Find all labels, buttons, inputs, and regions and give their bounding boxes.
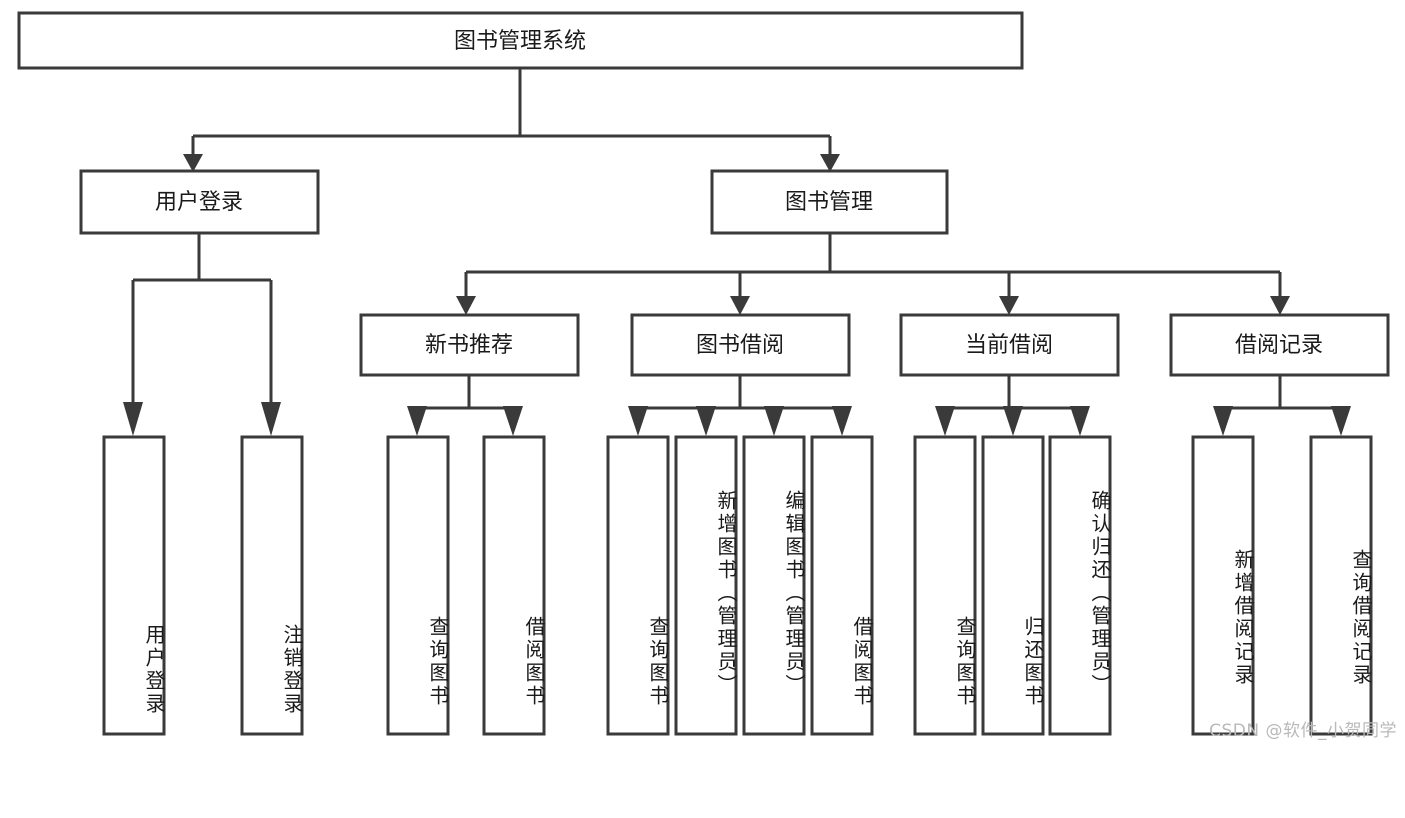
arrow-to-new-book-recommend [456, 296, 476, 315]
node-user-login[interactable]: 用户登录 [79, 169, 320, 235]
leaf-box-layer [102, 435, 1373, 736]
leaf-box-nbr-query-book[interactable] [386, 435, 450, 736]
arrow-br-leaf-2 [1331, 406, 1351, 436]
arrow-nbr-leaf-2 [503, 406, 523, 436]
leaf-box-bb-borrow-book[interactable] [810, 435, 874, 736]
node-current-borrow[interactable]: 当前借阅 [899, 313, 1120, 377]
arrow-br-leaf-1 [1213, 406, 1233, 436]
node-borrow-record-label: 借阅记录 [1235, 333, 1323, 358]
node-book-manage[interactable]: 图书管理 [710, 169, 949, 235]
arrow-cb-leaf-1 [935, 406, 955, 436]
node-book-borrow-label: 图书借阅 [696, 333, 784, 358]
connector-user-login-children [131, 233, 273, 404]
node-new-book-recommend-label: 新书推荐 [425, 333, 513, 358]
node-borrow-record-box[interactable] [1169, 313, 1390, 377]
node-new-book-recommend[interactable]: 新书推荐 [359, 313, 580, 377]
arrow-to-book-manage [820, 154, 840, 172]
node-new-book-recommend-box[interactable] [359, 313, 580, 377]
node-root[interactable]: 图书管理系统 [17, 11, 1024, 70]
leaf-box-cb-query-book[interactable] [913, 435, 977, 736]
node-book-borrow-box[interactable] [630, 313, 851, 377]
node-root-box[interactable] [17, 11, 1024, 70]
connector-root-to-level2 [191, 68, 832, 156]
node-user-login-box[interactable] [79, 169, 320, 235]
arrow-to-leaf-user-login [123, 402, 143, 436]
arrow-bb-leaf-4 [832, 406, 852, 436]
leaf-box-br-query-record[interactable] [1309, 435, 1373, 736]
connector-book-manage-to-level3 [464, 233, 1282, 298]
node-root-label: 图书管理系统 [454, 29, 586, 54]
leaf-box-cb-confirm-return[interactable] [1048, 435, 1112, 736]
leaf-box-bb-query-book[interactable] [606, 435, 670, 736]
arrow-to-leaf-user-logout [261, 402, 281, 436]
arrow-bb-leaf-1 [628, 406, 648, 436]
arrow-bb-leaf-2 [696, 406, 716, 436]
arrow-to-current-borrow [999, 296, 1019, 315]
arrow-cb-leaf-3 [1070, 406, 1090, 436]
leaf-box-nbr-borrow-book[interactable] [482, 435, 546, 736]
leaf-box-bb-edit-book[interactable] [742, 435, 806, 736]
leaf-box-user-login[interactable] [102, 435, 166, 736]
node-book-borrow[interactable]: 图书借阅 [630, 313, 851, 377]
leaf-box-user-logout[interactable] [240, 435, 304, 736]
connector-book-borrow-children [638, 375, 842, 410]
leaf-box-br-add-record[interactable] [1191, 435, 1255, 736]
arrow-bb-leaf-3 [764, 406, 784, 436]
connector-new-book-recommend-children [415, 375, 515, 410]
node-book-manage-label: 图书管理 [785, 190, 873, 215]
arrow-to-book-borrow [730, 296, 750, 315]
node-user-login-label: 用户登录 [155, 190, 243, 215]
arrow-to-borrow-record [1270, 296, 1290, 315]
arrow-to-user-login [183, 154, 203, 172]
connector-borrow-record-children [1223, 375, 1341, 410]
connector-layer [123, 68, 1351, 436]
connector-current-borrow-children [945, 375, 1080, 410]
leaf-box-bb-add-book[interactable] [674, 435, 738, 736]
diagram-canvas: 图书管理系统 用户登录 图书管理 新书推荐 图书借阅 当前借阅 借阅记录 [17, 11, 1397, 741]
node-borrow-record[interactable]: 借阅记录 [1169, 313, 1390, 377]
leaf-box-cb-return-book[interactable] [981, 435, 1045, 736]
arrow-nbr-leaf-1 [407, 406, 427, 436]
node-book-manage-box[interactable] [710, 169, 949, 235]
functional-structure-diagram: 图书管理系统 用户登录 图书管理 新书推荐 图书借阅 当前借阅 借阅记录 [17, 11, 1390, 736]
node-current-borrow-label: 当前借阅 [965, 333, 1053, 358]
arrow-cb-leaf-2 [1003, 406, 1023, 436]
node-current-borrow-box[interactable] [899, 313, 1120, 377]
watermark-text: CSDN @软件_小贺同学 [1209, 721, 1397, 741]
